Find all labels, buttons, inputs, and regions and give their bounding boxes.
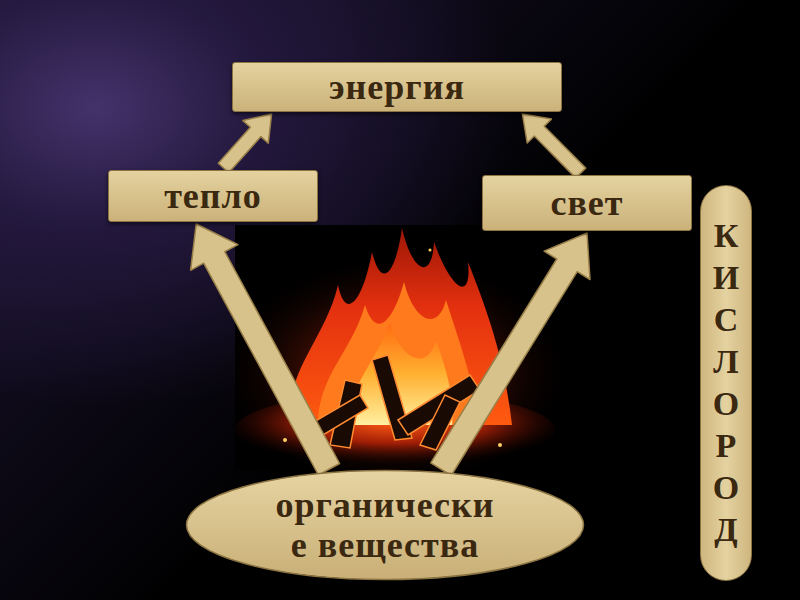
energy-box: энергия — [232, 62, 562, 112]
oxygen-band: КИСЛОРОД — [700, 185, 752, 581]
heat-box: тепло — [108, 170, 318, 222]
block-arrow — [522, 114, 585, 178]
node-label: тепло — [164, 176, 262, 216]
node-label: энергия — [329, 67, 465, 107]
block-arrow — [191, 224, 340, 475]
node-label: органически е вещества — [276, 485, 495, 565]
organic-matter-ellipse: органически е вещества — [185, 469, 585, 581]
block-arrow — [218, 114, 271, 173]
block-arrow — [431, 233, 590, 476]
node-label: свет — [550, 183, 623, 223]
vertical-label: КИСЛОРОД — [709, 215, 743, 551]
light-box: свет — [482, 175, 692, 231]
